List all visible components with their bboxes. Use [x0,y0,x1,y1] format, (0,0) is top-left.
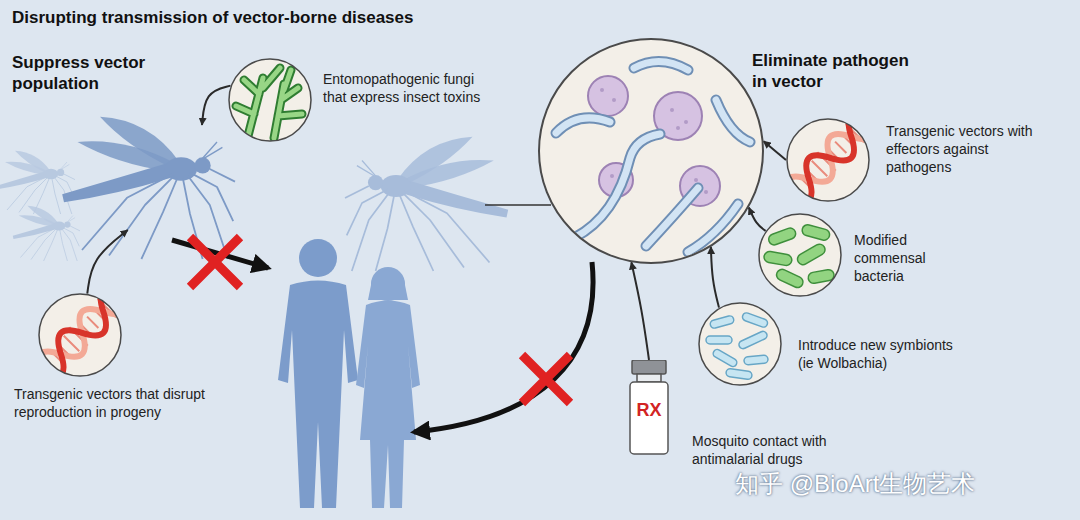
pathogen-circle: Eliminate pathogen in vector [538,38,764,264]
drug-vial: RXMosquito contact with antimalarial dru… [628,360,670,455]
symbiont-callout: Introduce new symbionts (ie Wolbachia) [698,302,782,386]
callout-text: Entomopathogenic fungi that express inse… [323,70,498,106]
fungi-art [236,68,302,138]
red-cross [522,355,570,403]
callout-text: Transgenic vectors with effectors agains… [886,122,1051,177]
blocked-transmission-arrow [414,262,593,432]
mosquito-infected [345,137,508,271]
callout-fill [699,303,781,385]
callout-fill [539,39,763,263]
transgenic-callout-shape [786,118,870,202]
arrow-connector [764,141,786,160]
bacteria-callout: Modified commensal bacteria [758,213,842,297]
pathogen-circle-shape [538,38,764,264]
callout-text: Transgenic vectors that disrupt reproduc… [14,385,254,421]
fungi-callout: Entomopathogenic fungi that express inse… [228,58,312,142]
callout-outline [759,214,841,296]
woman-figure [356,267,420,508]
callout-fill [229,59,311,141]
fungi-callout-shape [228,58,312,142]
diagram-title: Disrupting transmission of vector-borne … [12,8,413,28]
dna-art [777,105,883,211]
callout-fill [759,214,841,296]
dna-art [29,280,135,386]
bacteria-callout-shape [758,213,842,297]
mosquito-faded [0,151,75,214]
callout-outline [699,303,781,385]
callout-text: Mosquito contact with antimalarial drugs [692,432,892,468]
man-figure [278,239,358,508]
arrow-connector [202,86,231,125]
mosquito-vector [62,117,235,259]
arrow-connector [711,247,719,308]
leader-line [485,204,551,206]
callout-text: Introduce new symbionts (ie Wolbachia) [798,336,968,372]
red-cross [190,237,240,287]
vector-mosquito-area: Suppress vector population [70,125,235,230]
wolb-art [706,312,769,380]
callout-outline [39,294,121,376]
path-art [556,61,750,252]
arrow-connector [87,230,127,294]
section-heading: Eliminate pathogen in vector [752,50,922,93]
section-heading: Suppress vector population [12,52,187,95]
callout-outline [229,59,311,141]
watermark: 知乎 @BioArt生物艺术 [735,468,975,500]
mosquito-faded [13,206,80,261]
callout-outline [539,39,763,263]
transgenic-callout-shape [38,293,122,377]
arrow-connector [631,262,649,360]
callout-outline [787,119,869,201]
transgenic-callout: Transgenic vectors with effectors agains… [786,118,870,202]
vial-label: RX [628,400,670,422]
transgenic-callout: Transgenic vectors that disrupt reproduc… [38,293,122,377]
arrow-connector [749,208,766,231]
bact-art [763,224,835,290]
symbiont-callout-shape [698,302,782,386]
callout-text: Modified commensal bacteria [854,231,954,286]
